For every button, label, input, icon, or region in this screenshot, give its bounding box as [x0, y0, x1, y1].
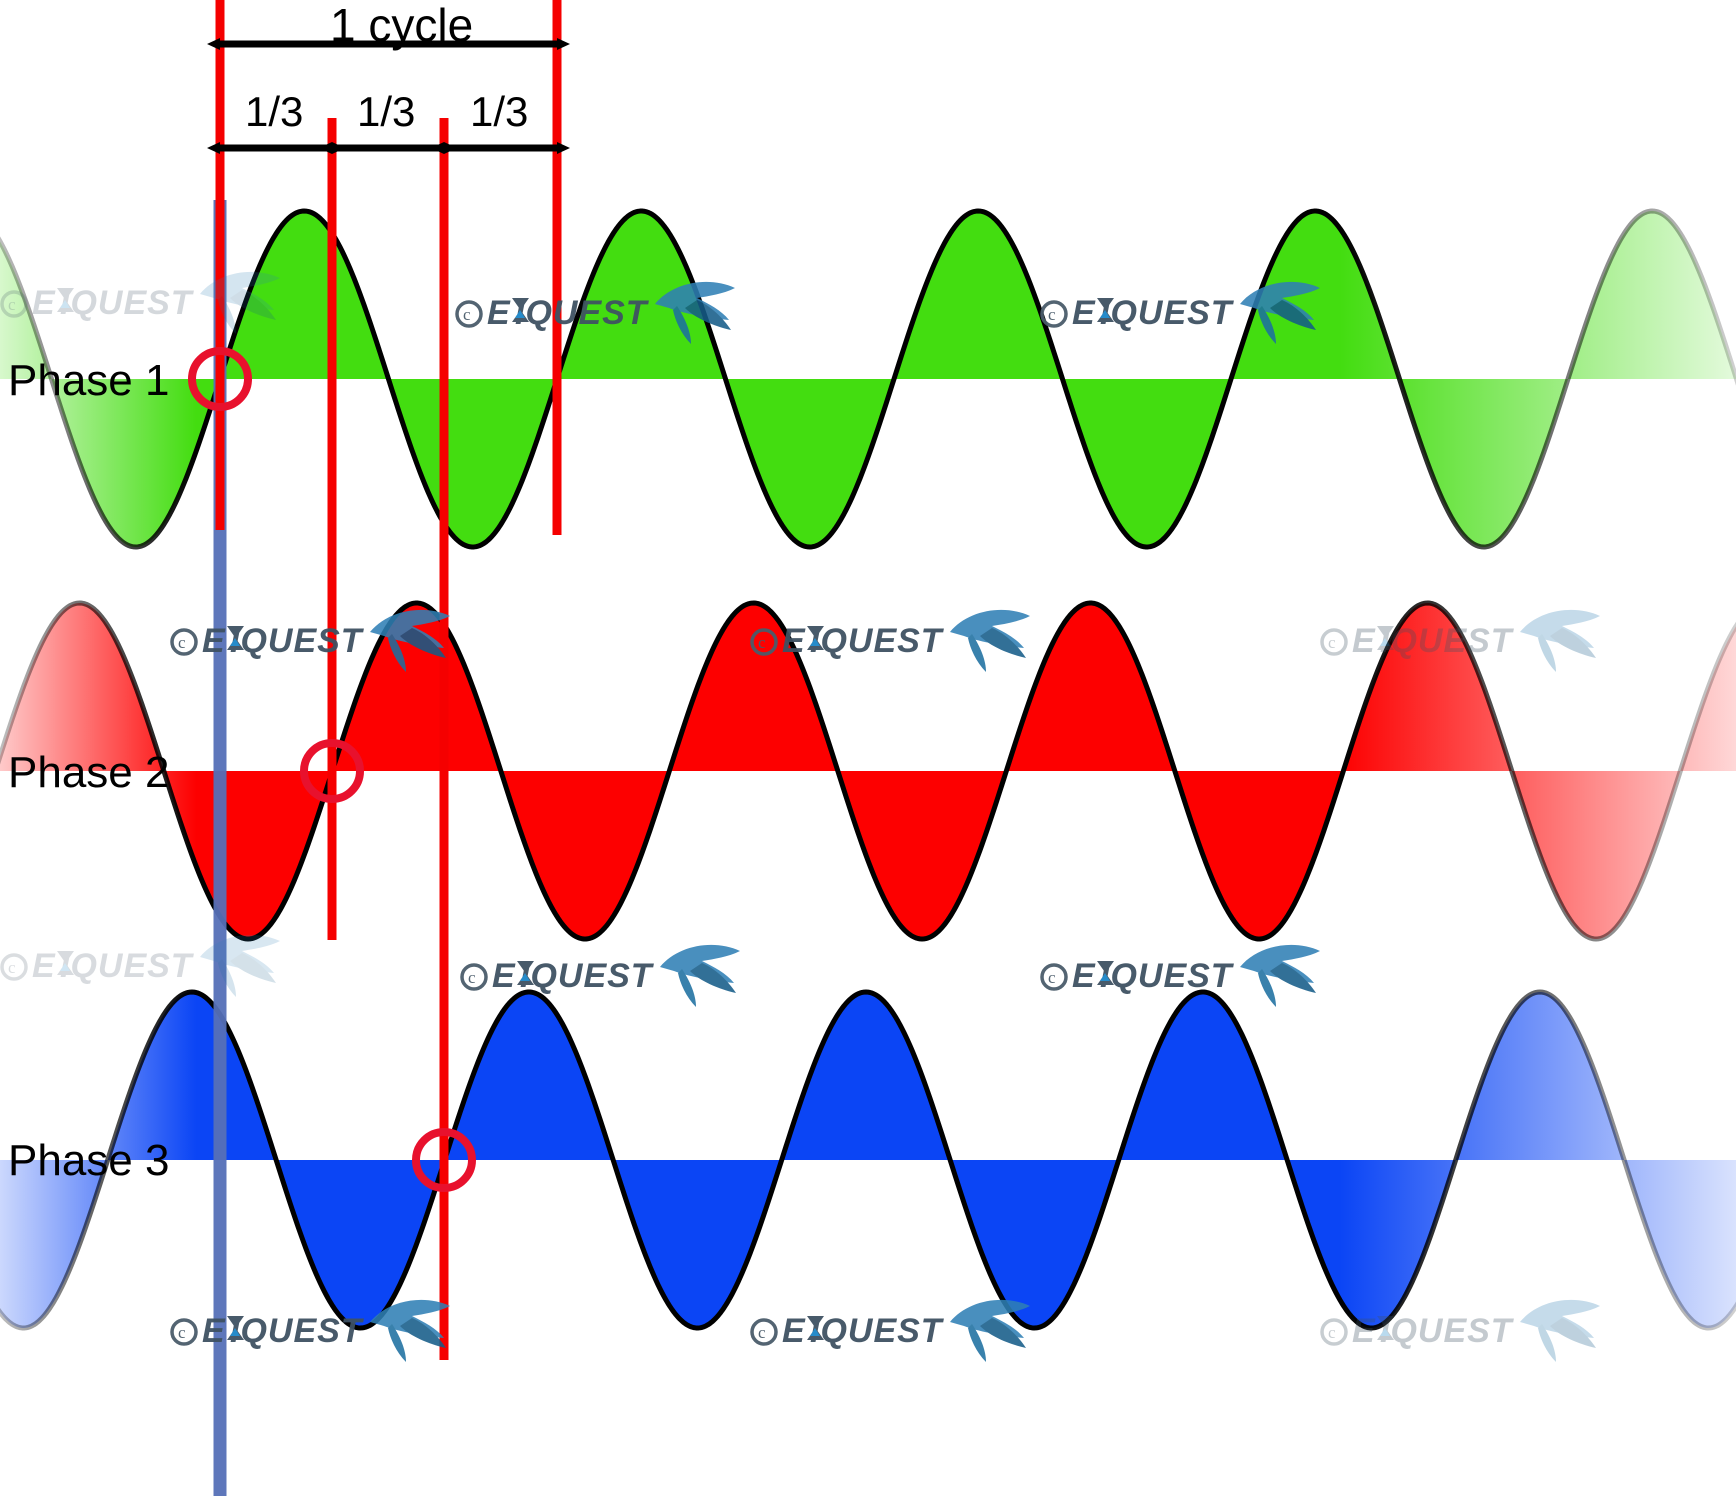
- phase-label-1: Phase 1: [8, 356, 170, 405]
- zero-crossing-circle-1: [188, 347, 252, 411]
- phase-label-3: Phase 3: [8, 1136, 170, 1185]
- zero-crossing-circle-3: [412, 1128, 476, 1192]
- cycle-annotation-label: 1 cycle: [330, 0, 474, 51]
- zero-crossing-circle-2: [300, 739, 364, 803]
- wave-outline-2: [0, 600, 1736, 942]
- phase-label-2: Phase 2: [8, 748, 170, 797]
- third-annotation-label-2: 1/3: [357, 88, 416, 135]
- wave-outline-3: [0, 989, 1736, 1331]
- third-annotation-label-1: 1/3: [245, 88, 304, 135]
- wave-outline-1: [0, 208, 1736, 550]
- third-annotation-label-3: 1/3: [470, 88, 529, 135]
